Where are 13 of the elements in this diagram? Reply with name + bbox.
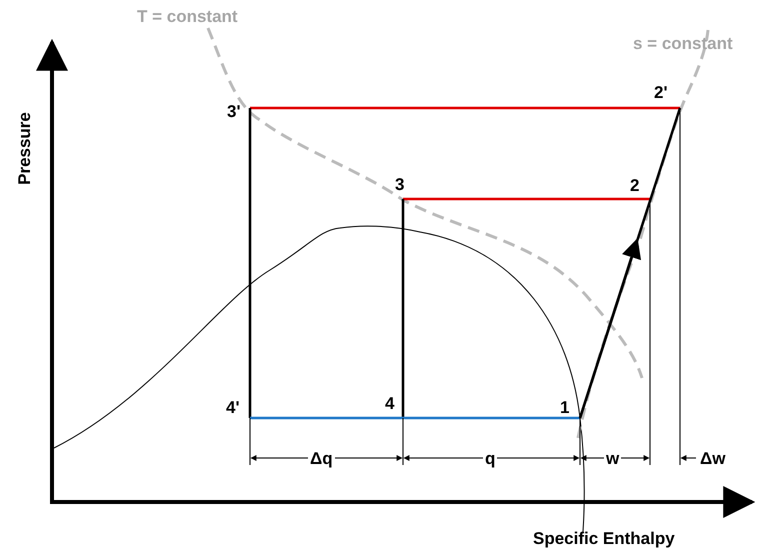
point-label: 1	[560, 399, 570, 416]
point-label: 4'	[226, 399, 240, 416]
point-label: 3'	[227, 103, 240, 120]
curve-label: s = constant	[633, 35, 733, 52]
point-label: 2'	[654, 84, 668, 101]
axis-title: Specific Enthalpy	[533, 530, 675, 547]
axis-title: Pressure	[16, 112, 33, 185]
point-label: 4	[385, 395, 394, 412]
point-label: 2	[630, 177, 640, 194]
point-label: 3	[395, 176, 404, 193]
curve-label: T = constant	[137, 8, 238, 25]
dimension-label: Δw	[700, 450, 726, 467]
dimension-label: Δq	[308, 450, 335, 467]
